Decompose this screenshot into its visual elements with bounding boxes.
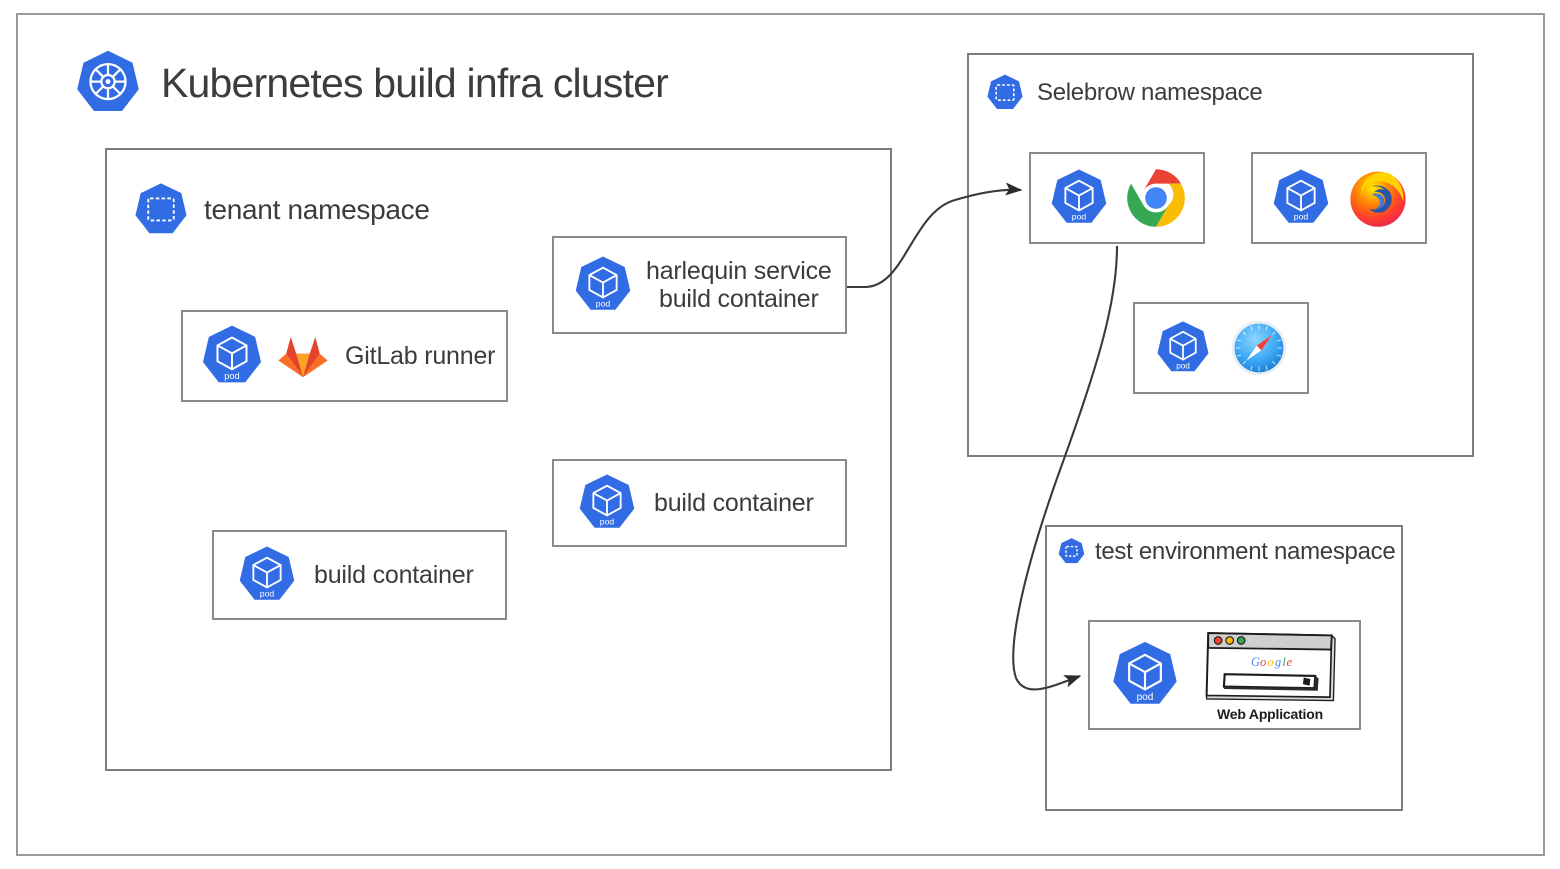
selebrow-namespace-header: Selebrow namespace	[985, 73, 1263, 113]
build-container-label-1: build container	[654, 489, 814, 517]
pod-icon: pod	[576, 472, 638, 534]
svg-text:o: o	[1260, 655, 1266, 669]
web-application-pod-card[interactable]: pod G o o g l e	[1088, 620, 1361, 730]
tenant-namespace-label: tenant namespace	[204, 194, 430, 225]
build-container-pod-card-1[interactable]: pod build container	[552, 459, 847, 547]
pod-icon: pod	[572, 254, 634, 316]
chrome-pod-card[interactable]: pod	[1029, 152, 1205, 244]
pod-icon: pod	[236, 544, 298, 606]
svg-text:g: g	[1275, 655, 1281, 669]
build-container-pod-card-2[interactable]: pod build container	[212, 530, 507, 620]
svg-text:pod: pod	[260, 589, 275, 599]
gitlab-runner-pod-card[interactable]: pod GitLab runner	[181, 310, 508, 402]
gitlab-fox-icon	[275, 328, 331, 384]
cluster-title: Kubernetes build infra cluster	[73, 48, 669, 118]
test-environment-namespace-header: test environment namespace	[1057, 537, 1396, 566]
pod-icon: pod	[199, 323, 265, 389]
web-application-browser-mock-icon: G o o g l e Web Application	[1200, 628, 1340, 722]
svg-text:pod: pod	[1071, 212, 1086, 222]
svg-text:e: e	[1286, 655, 1292, 669]
svg-text:pod: pod	[596, 299, 611, 309]
selebrow-namespace-label: Selebrow namespace	[1037, 79, 1263, 106]
harlequin-service-pod-card[interactable]: pod harlequin service build container	[552, 236, 847, 334]
pod-icon: pod	[1048, 167, 1110, 229]
selebrow-namespace-box	[967, 53, 1474, 457]
safari-compass-icon	[1230, 319, 1288, 377]
test-environment-namespace-label: test environment namespace	[1095, 537, 1396, 565]
svg-text:pod: pod	[600, 517, 615, 527]
build-container-label-2: build container	[314, 561, 474, 589]
harlequin-service-label: harlequin service build container	[646, 257, 832, 313]
firefox-pod-card[interactable]: pod	[1251, 152, 1427, 244]
kubernetes-helm-wheel-icon	[73, 48, 143, 118]
safari-pod-card[interactable]: pod	[1133, 302, 1309, 394]
cluster-title-text: Kubernetes build infra cluster	[161, 59, 669, 106]
gitlab-runner-label: GitLab runner	[345, 342, 496, 370]
web-application-caption: Web Application	[1217, 706, 1323, 722]
svg-text:pod: pod	[224, 371, 239, 381]
pod-icon: pod	[1270, 167, 1332, 229]
svg-text:pod: pod	[1176, 361, 1190, 370]
svg-text:pod: pod	[1137, 692, 1154, 703]
svg-text:l: l	[1282, 655, 1286, 669]
svg-text:G: G	[1251, 655, 1260, 669]
pod-icon: pod	[1154, 319, 1212, 377]
namespace-icon	[985, 73, 1025, 113]
mozilla-firefox-icon	[1348, 168, 1408, 228]
svg-text:o: o	[1268, 655, 1274, 669]
svg-text:pod: pod	[1293, 212, 1308, 222]
pod-icon: pod	[1109, 639, 1181, 711]
namespace-icon	[132, 181, 190, 239]
tenant-namespace-header: tenant namespace	[132, 181, 430, 239]
google-chrome-icon	[1126, 168, 1186, 228]
namespace-icon	[1057, 537, 1086, 566]
